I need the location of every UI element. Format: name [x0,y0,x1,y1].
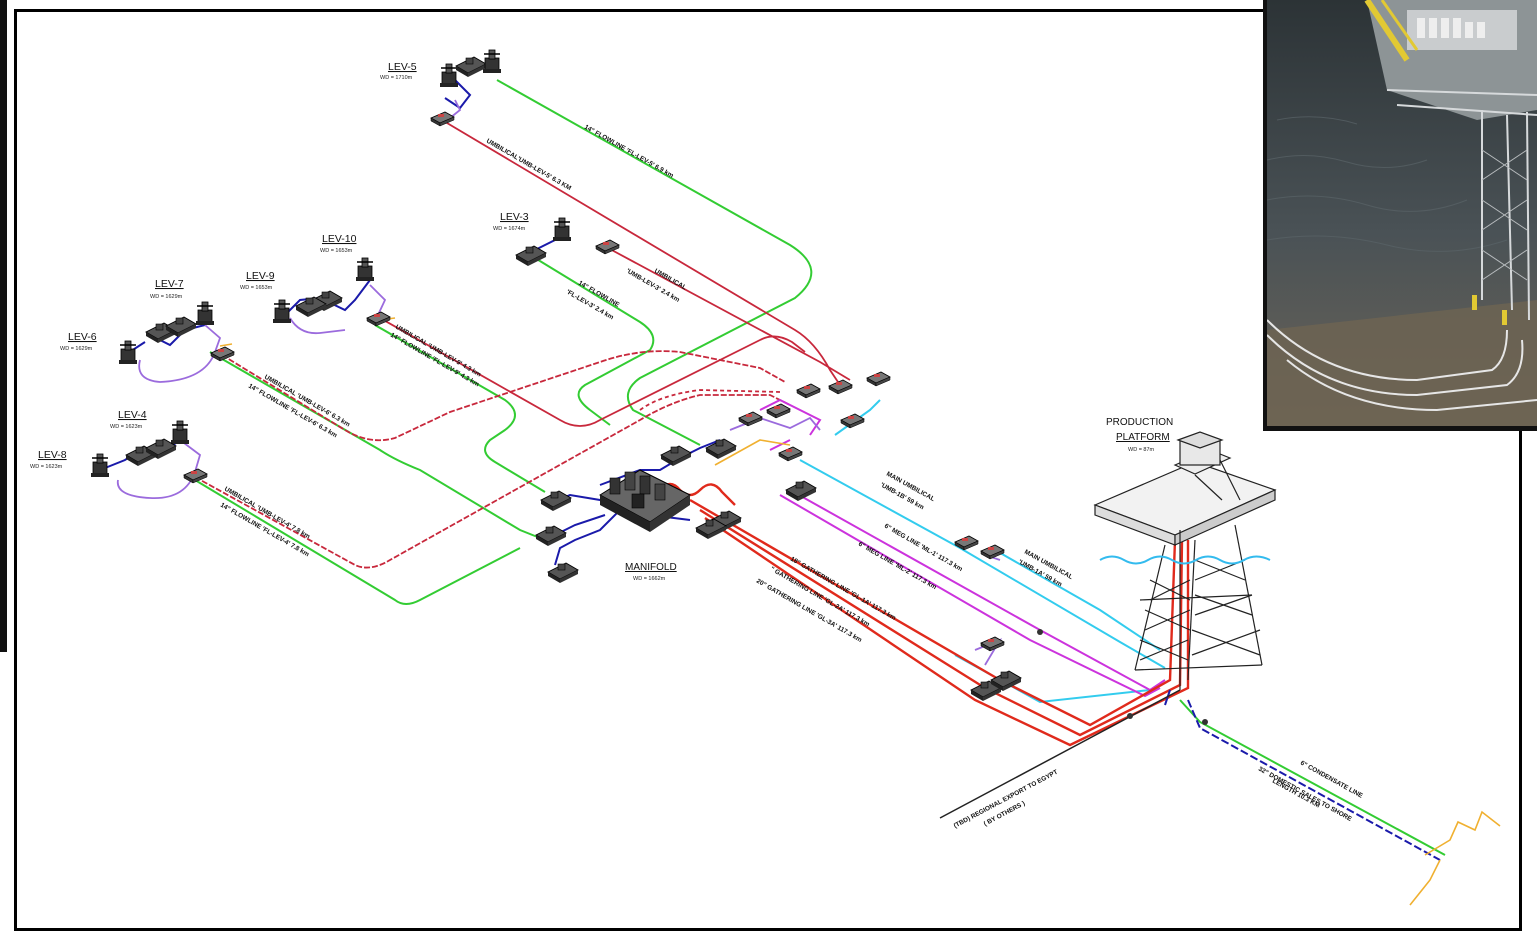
main-umbilical-1a [994,549,1161,651]
svg-text:LEV-8: LEV-8 [38,449,67,461]
svg-text:LEV-4: LEV-4 [118,409,147,421]
main-umbilical-1b [799,459,1166,669]
flowline-lev9 [374,324,546,493]
platform-photo-inset [1263,0,1537,431]
umbilical-lev4 [194,394,791,569]
production-platform [1093,431,1277,690]
condensate-line [1179,699,1446,856]
svg-text:PLATFORM: PLATFORM [1116,432,1170,443]
well-label-lev9: LEV-9 WD = 1653m [240,270,275,291]
label-fl-lev3-b: 'FL-LEV-3' 2.4 km [565,289,615,322]
well-label-lev10: LEV-10 WD = 1653m [320,233,357,254]
gathering-line-gl3a [704,517,1190,747]
domestic-sales-line [1187,699,1441,861]
svg-text:LEV-10: LEV-10 [322,233,357,245]
svg-text:WD = 1674m: WD = 1674m [493,226,526,232]
umbilical-lev5 [441,119,841,386]
svg-text:WD = 1662m: WD = 1662m [633,576,666,582]
svg-text:LEV-9: LEV-9 [246,270,275,282]
meg-line-ml1 [789,489,1166,692]
gathering-line-gl1a [689,498,1177,727]
label-domestic-b: LENGTH 10.3 KM [1271,778,1321,810]
svg-text:WD = 1653m: WD = 1653m [240,285,273,291]
well-label-lev7: LEV-7 WD = 1629m [150,278,184,300]
svg-text:MANIFOLD: MANIFOLD [625,562,677,573]
label-export-a: (TBD) REGIONAL EXPORT TO EGYPT [953,769,1059,830]
svg-text:LEV-7: LEV-7 [155,278,184,290]
flowline-lev6 [209,351,541,539]
svg-text:LEV-3: LEV-3 [500,211,529,223]
lev7-equipment [145,301,215,344]
label-fl-lev5: 14" FLOWLINE 'FL-LEV-5' 6.9 km [583,124,675,180]
svg-text:WD = 1710m: WD = 1710m [380,75,413,81]
lev10-equipment [295,257,375,318]
lev3-equipment [515,217,620,267]
svg-text:LEV-6: LEV-6 [68,331,97,343]
flowline-lev3 [534,257,655,426]
flowline-lev5 [496,79,813,446]
label-umb-lev9: UMBILICAL 'UMB-LEV-9' 4.3 km [394,324,482,379]
umbilical-lev9 [379,317,806,427]
left-edge-bar [0,0,7,652]
manifold-structure [535,371,1208,725]
well-label-lev5: LEV-5 WD = 1710m [380,61,417,81]
svg-text:WD = 1629m: WD = 1629m [60,346,93,352]
sea-surface [1099,555,1271,565]
well-label-lev6: LEV-6 WD = 1629m [60,331,97,352]
svg-text:LEV-5: LEV-5 [388,61,417,73]
flowline-lev4 [189,476,521,605]
svg-text:WD = 1623m: WD = 1623m [30,464,63,470]
svg-text:WD = 1629m: WD = 1629m [150,294,183,300]
lev5-equipment [430,49,502,127]
svg-text:PRODUCTION: PRODUCTION [1106,417,1173,428]
well-label-lev3: LEV-3 WD = 1674m [493,211,529,232]
well-label-lev8: LEV-8 WD = 1623m [30,449,67,470]
export-line [939,689,1181,819]
meg-line-ml2 [779,494,1161,698]
gathering-line-gl2a [699,508,1184,737]
umbilical-lev3 [607,247,851,381]
manifold-label: MANIFOLD WD = 1662m [625,562,677,582]
svg-text:WD = 87m: WD = 87m [1128,447,1155,453]
label-umb-lev5: UMBILICAL'UMB-LEV-5' 6.3 KM [485,138,572,192]
svg-text:WD = 1653m: WD = 1653m [320,248,353,254]
svg-text:WD = 1623m: WD = 1623m [110,424,143,430]
platform-label: PRODUCTION PLATFORM WD = 87m [1106,417,1173,453]
label-fl-lev9: 14" FLOWLINE 'FL-LEV-9' 4.3 km [389,332,480,389]
well-label-lev4: LEV-4 WD = 1623m [110,409,147,430]
umbilical-lev6 [221,350,786,442]
